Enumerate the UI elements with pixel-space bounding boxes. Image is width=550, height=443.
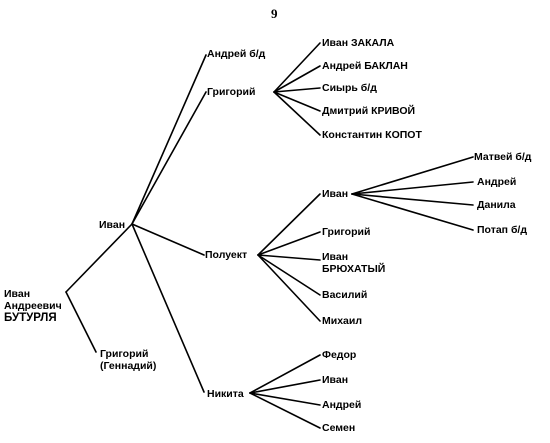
edge-ivan-polueкt xyxy=(131,223,205,256)
node-dmitriy-krivoy: Дмитрий КРИВОЙ xyxy=(322,105,416,117)
edge-ivan-grigoriy xyxy=(131,91,207,225)
node-semen: Семен xyxy=(322,422,356,434)
node-ivan-bryukhatiy-line1: Иван xyxy=(322,251,349,263)
edge-nikita-semen xyxy=(249,392,321,429)
edge-ivan-matvey xyxy=(351,156,474,195)
node-andrey-baklan: Андрей БАКЛАН xyxy=(322,60,408,72)
node-grigoriy-polueкtovich: Григорий xyxy=(322,226,371,238)
node-root-line2: Андреевич xyxy=(4,300,62,312)
edge-root-ivan xyxy=(65,223,133,293)
edge-ivan-nikita xyxy=(131,223,205,393)
edge-polueкt-bryukhatiy xyxy=(257,254,321,261)
node-ivan-polueкtovich: Иван xyxy=(322,188,349,200)
node-ivan-bryukhatiy-line2: БРЮХАТЫЙ xyxy=(322,263,386,275)
node-root-line1: Иван xyxy=(4,288,31,300)
edge-nikita-fedor xyxy=(249,354,321,394)
node-siyr-bd: Сиырь б/д xyxy=(322,82,377,94)
node-grigoriy-gennadiy-line2: (Геннадий) xyxy=(100,360,157,372)
node-nikita: Никита xyxy=(207,388,244,400)
node-polueкt: Полуект xyxy=(205,249,248,261)
node-ivan-zakala: Иван ЗАКАЛА xyxy=(322,37,395,49)
node-root-line3: БУТУРЛЯ xyxy=(4,312,57,324)
node-ivan-bryukhatiy: Иван БРЮХАТЫЙ xyxy=(322,251,385,275)
edge-polueкt-mikhail xyxy=(257,254,321,322)
node-andrey-bd: Андрей б/д xyxy=(207,48,266,60)
edge-ivan-potap xyxy=(351,193,474,231)
edge-polueкt-ivan xyxy=(257,193,321,256)
node-root: Иван Андреевич БУТУРЛЯ xyxy=(4,288,62,324)
node-andrey-ivanovich: Андрей xyxy=(477,176,517,188)
edge-polueкt-grigoriy xyxy=(257,231,321,256)
node-grigoriy-gennadiy-line1: Григорий xyxy=(100,348,149,360)
node-fedor: Федор xyxy=(322,349,357,361)
node-vasiliy: Василий xyxy=(322,289,368,301)
edge-polueкt-vasiliy xyxy=(257,254,321,296)
node-mikhail: Михаил xyxy=(322,315,363,327)
edge-grigoriy-krivoy xyxy=(273,91,321,112)
edge-nikita-ivan xyxy=(249,379,321,394)
node-ivan-nikitich: Иван xyxy=(322,374,349,386)
node-grigoriy: Григорий xyxy=(207,86,256,98)
edge-ivan-danila xyxy=(351,193,474,206)
edge-nikita-andrey xyxy=(249,392,321,406)
node-andrey-nikitich: Андрей xyxy=(322,399,362,411)
node-grigoriy-gennadiy: Григорий (Геннадий) xyxy=(100,348,156,372)
node-potap-bd: Потап б/д xyxy=(477,224,528,236)
edge-grigoriy-zakala xyxy=(273,42,321,93)
node-danila: Данила xyxy=(477,199,516,211)
node-konstantin-kopot: Константин КОПОТ xyxy=(322,129,422,141)
edge-root-grigoriy xyxy=(65,291,97,353)
edge-grigoriy-baklan xyxy=(273,65,321,93)
edge-ivan-andrey xyxy=(131,54,207,225)
node-matvey-bd: Матвей б/д xyxy=(474,151,532,163)
node-ivan: Иван xyxy=(99,219,126,231)
edge-ivan-andrey-i xyxy=(351,181,474,195)
page-number: 9 xyxy=(271,6,278,21)
edge-grigoriy-siyr xyxy=(273,87,321,93)
edge-grigoriy-kopot xyxy=(273,91,321,136)
